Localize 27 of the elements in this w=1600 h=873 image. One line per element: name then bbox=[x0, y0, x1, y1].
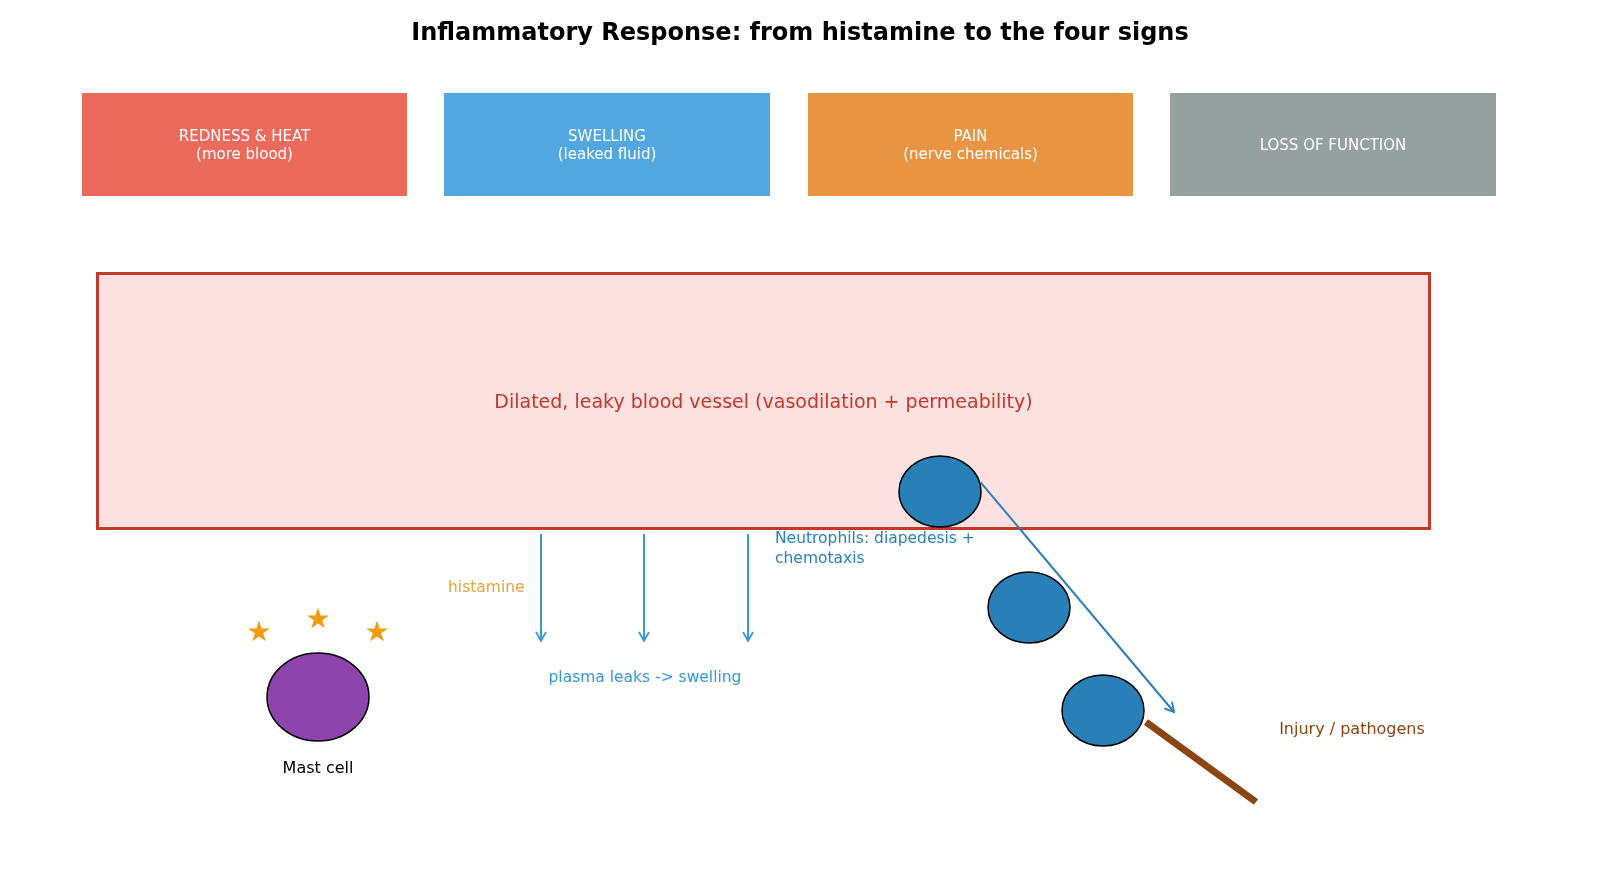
node-text: REDNESS & HEAT bbox=[178, 126, 311, 145]
node-text: (leaked fluid) bbox=[557, 144, 657, 163]
arrow bbox=[638, 533, 650, 642]
diagram-title: Inflammatory Response: from histamine to the four signs bbox=[410, 18, 1190, 46]
arrow bbox=[979, 481, 1175, 713]
histamine-label: histamine bbox=[448, 578, 526, 597]
neutrophil-cell bbox=[898, 455, 982, 528]
neutrophil-cell bbox=[987, 571, 1071, 644]
node-text: SWELLING bbox=[568, 126, 646, 145]
arrow bbox=[535, 533, 547, 642]
mast-cell bbox=[266, 652, 370, 742]
node-text: (more blood) bbox=[196, 144, 293, 163]
neutrophil-cell bbox=[1061, 674, 1145, 747]
blood-vessel-box bbox=[96, 272, 1431, 530]
injury-label: Injury / pathogens bbox=[1278, 719, 1426, 738]
node-text: Dilated, leaky blood vessel (vasodilation + permeability) bbox=[494, 390, 1033, 412]
arrow bbox=[742, 533, 754, 642]
sign-box bbox=[1170, 93, 1496, 196]
sign-box bbox=[444, 93, 770, 196]
node-text: PAIN bbox=[953, 126, 988, 145]
neutrophil-label: Neutrophils: diapedesis + chemotaxis bbox=[775, 528, 975, 569]
sign-box bbox=[808, 93, 1133, 196]
node-text: (nerve chemicals) bbox=[903, 144, 1038, 163]
plasma-label: plasma leaks -> swelling bbox=[547, 668, 743, 687]
sign-box bbox=[82, 93, 407, 196]
cell-label: Mast cell bbox=[281, 758, 355, 777]
node-text: LOSS OF FUNCTION bbox=[1259, 135, 1407, 154]
